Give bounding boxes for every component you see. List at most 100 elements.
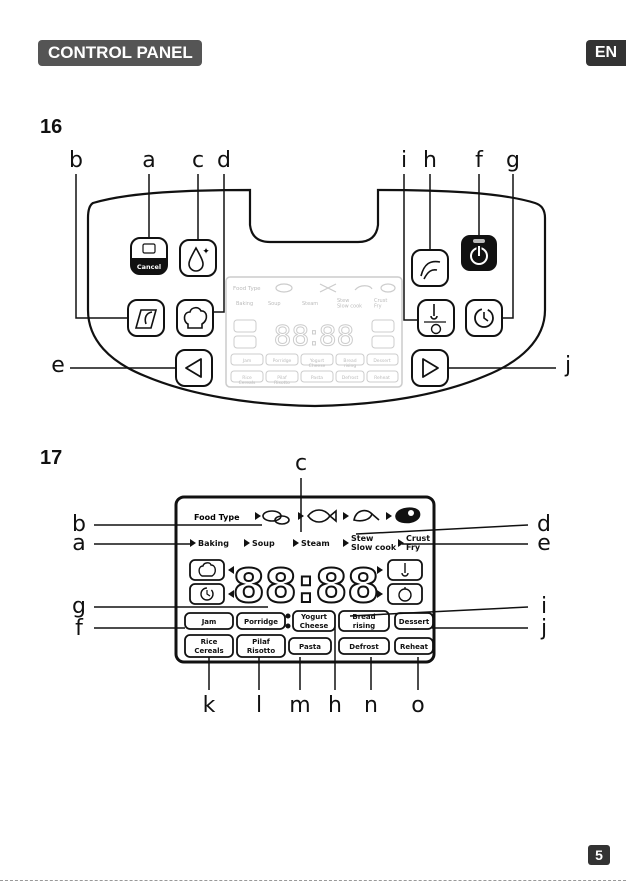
menu-indicator [189,559,225,581]
mini-btn-dessert: Dessert [373,358,391,364]
heat-button[interactable] [411,249,449,287]
label-defrost: Defrost [349,643,379,651]
food-type-label: Food Type [194,513,240,522]
food-type-icon [134,309,158,329]
right-arrow-button[interactable] [411,349,449,387]
section-title-tab: CONTROL PANEL [38,40,202,66]
callout-e: e [51,353,65,378]
temperature-timer-button[interactable] [417,299,455,337]
left-arrow-button[interactable] [175,349,213,387]
callout-e: e [537,531,551,556]
display-outline [174,495,436,664]
right-arrow-icon [377,590,383,598]
figure-16-control-panel: b a c d i h f g e j Cancel ✦ [51,148,571,408]
indicator-red-meat [386,512,392,520]
left-arrow-icon [228,566,234,574]
mini-program-baking: Baking [236,301,253,307]
menu-button[interactable] [176,299,214,337]
page-number: 5 [588,845,610,865]
chicken-leg-icon [353,509,380,522]
label-risotto: Risotto [247,647,275,655]
label-rising: rising [353,622,375,630]
program-fry: Fry [406,543,421,552]
step-indicator-2 [285,623,291,629]
program-baking: Baking [198,539,229,548]
callout-j: j [540,616,547,641]
callout-f: f [475,148,484,173]
label-pilaf: Pilaf [252,638,271,646]
label-rice: Rice [201,638,218,646]
temperature-indicator [387,559,423,581]
drop-icon [188,246,204,272]
callout-b: b [72,512,86,537]
cancel-label: Cancel [137,263,161,271]
label-cereals: Cereals [194,647,223,655]
btn-dessert [394,612,434,630]
callout-n: n [364,693,378,718]
callout-h: h [423,148,437,173]
label-jam: Jam [201,618,217,626]
btn-pasta [288,637,332,655]
power-button[interactable] [461,235,497,271]
delayed-start-button[interactable] [465,299,503,337]
mini-btn-defrost: Defrost [342,375,359,381]
sparkle-icon: ✦ [202,247,210,257]
food-type-button[interactable] [127,299,165,337]
fish-icon [306,509,337,523]
language-tab: EN [586,40,626,66]
btn-pilaf-risotto [236,634,286,658]
callout-j: j [564,353,571,378]
indicator-poultry [343,512,349,520]
mini-food-type: Food Type [233,286,261,292]
clock-icon [200,587,214,601]
cancel-button[interactable]: Cancel [130,237,168,275]
page-bottom-border [0,880,626,881]
btn-defrost [338,637,390,655]
figure-17-display: c b a d e g f i j k l m h n o Food Type [72,451,551,718]
btn-bread-rising [338,610,390,632]
callout-k: k [203,693,216,718]
thermometer-icon [430,304,438,320]
program-stew: Stew [351,534,374,543]
mini-btn-pasta: Pasta [311,375,323,381]
btn-porridge [236,612,286,630]
label-yogurt: Yogurt [300,613,328,621]
crust-level-button[interactable]: ✦ [179,239,217,277]
chef-hat-icon [198,562,216,577]
btn-reheat [394,637,434,655]
callout-f: f [75,616,84,641]
label-bread: Bread [352,613,375,621]
program-slow-cook: Slow cook [351,543,397,552]
label-dessert: Dessert [399,618,430,626]
callout-a: a [72,531,85,556]
chef-hat-icon [183,306,208,329]
figure-17-number: 17 [40,447,63,469]
stopwatch-icon [430,323,442,335]
mini-btn-reheat: Reheat [374,375,390,381]
mini-program-soup: Soup [268,301,281,307]
btn-yogurt-cheese [292,610,336,632]
btn-jam [184,612,234,630]
indicator-fish [298,512,304,520]
callout-b: b [69,148,83,173]
program-soup: Soup [252,539,275,548]
indicator-meat [255,512,261,520]
callout-c: c [295,451,307,476]
callout-g: g [506,148,520,173]
callout-l: l [256,693,262,718]
panel-outline [86,188,547,408]
program-steam: Steam [301,539,330,548]
step-indicator-1 [285,613,291,619]
mini-btn-porridge: Porridge [273,358,292,364]
clock-icon [474,308,494,328]
btn-rice-cereals [184,634,234,658]
poultry-legs-icon [262,510,290,525]
delay-indicator [189,583,225,605]
right-arrow-icon [422,358,439,378]
callout-h: h [328,693,342,718]
callout-d: d [217,148,231,173]
